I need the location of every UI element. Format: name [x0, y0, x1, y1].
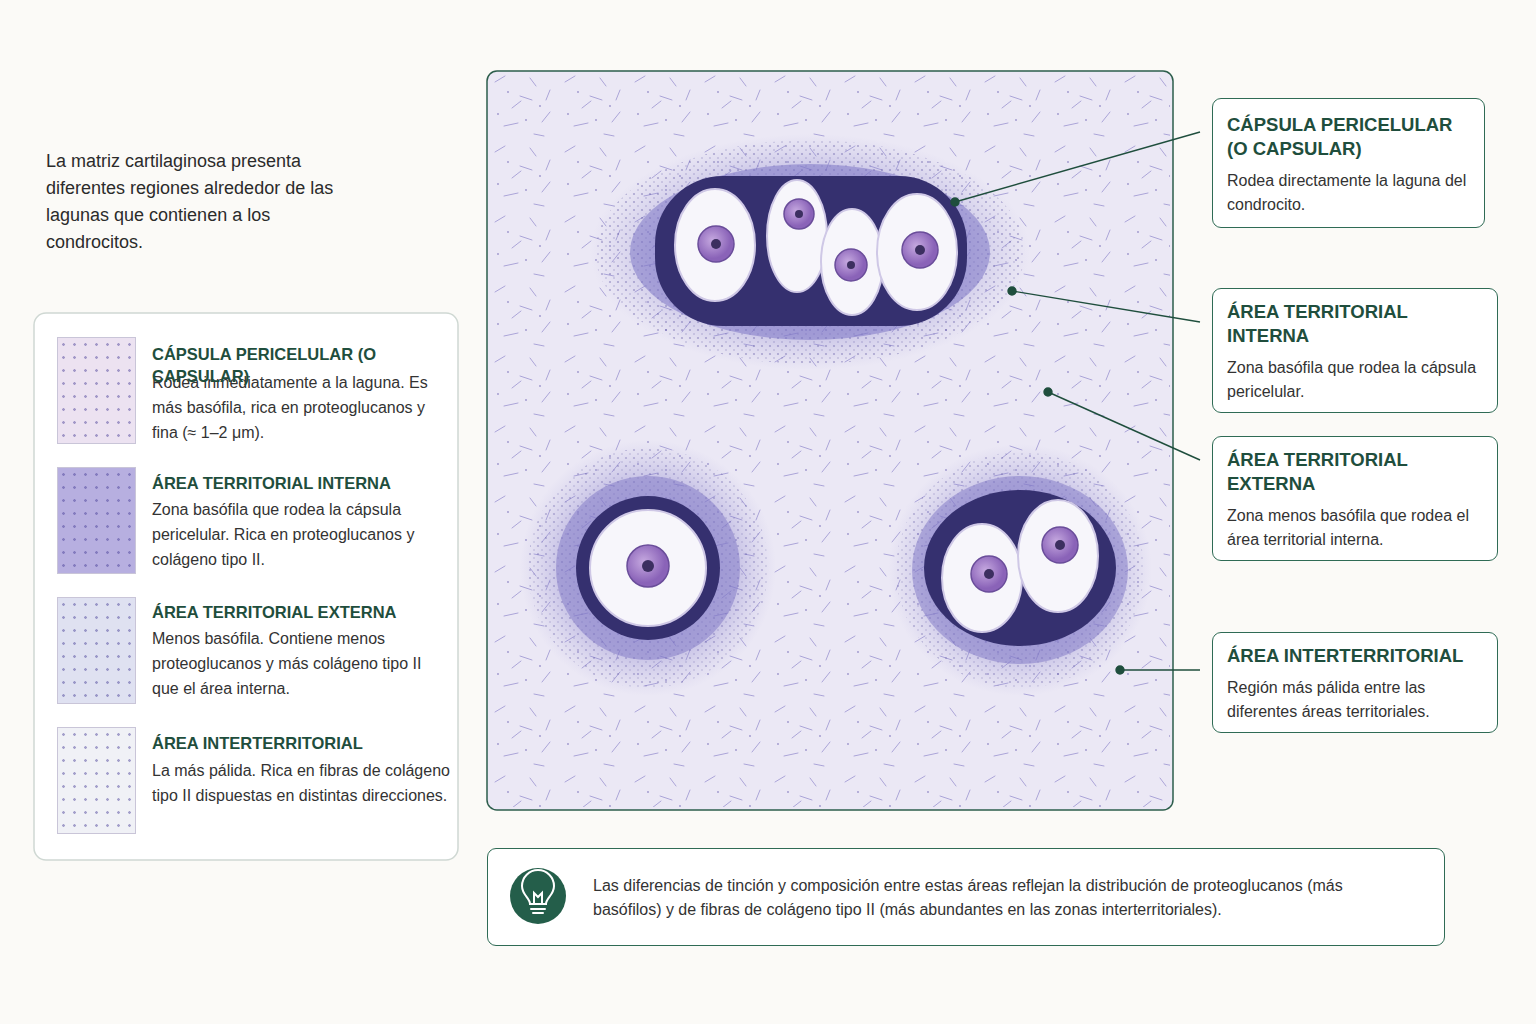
callout-box: CÁPSULA PERICELULAR (O CAPSULAR) Rodea di…: [1212, 98, 1485, 228]
callout-text: Rodea directamente la laguna del condroc…: [1227, 169, 1470, 217]
legend-swatch: [57, 337, 136, 444]
intro-text: La matriz cartilaginosa presenta diferen…: [46, 148, 346, 256]
callout-box: ÁREA INTERTERRITORIAL Región más pálida e…: [1212, 632, 1498, 733]
callout-heading: ÁREA TERRITORIAL EXTERNA: [1227, 448, 1483, 496]
callout-heading: ÁREA INTERTERRITORIAL: [1227, 644, 1483, 668]
legend-swatch: [57, 727, 136, 834]
callout-text: Las diferencias de tinción y composición…: [593, 874, 1404, 922]
callout-text: Zona basófila que rodea la cápsula peric…: [1227, 356, 1483, 404]
legend-description: Menos basófila. Contiene menos proteoglu…: [152, 626, 452, 701]
note-box: Las diferencias de tinción y composición…: [487, 848, 1445, 946]
legend-swatch: [57, 467, 136, 574]
legend-description: Zona basófila que rodea la cápsula peric…: [152, 497, 452, 572]
legend-heading: ÁREA TERRITORIAL INTERNA: [152, 472, 452, 494]
legend-heading: ÁREA INTERTERRITORIAL: [152, 732, 452, 754]
callout-text: Zona menos basófila que rodea el área te…: [1227, 504, 1483, 552]
legend-description: La más pálida. Rica en fibras de colágen…: [152, 758, 452, 808]
legend-swatch: [57, 597, 136, 704]
callout-box: ÁREA TERRITORIAL EXTERNA Zona menos basóf…: [1212, 436, 1498, 561]
callout-heading: CÁPSULA PERICELULAR (O CAPSULAR): [1227, 113, 1470, 161]
callout-text: Región más pálida entre las diferentes á…: [1227, 676, 1483, 724]
legend-heading: CÁPSULA PERICELULAR (O CAPSULAR): [152, 343, 452, 387]
callout-heading: ÁREA TERRITORIAL INTERNA: [1227, 300, 1483, 348]
callout-box: ÁREA TERRITORIAL INTERNA Zona basófila qu…: [1212, 288, 1498, 413]
legend-heading: ÁREA TERRITORIAL EXTERNA: [152, 601, 452, 623]
